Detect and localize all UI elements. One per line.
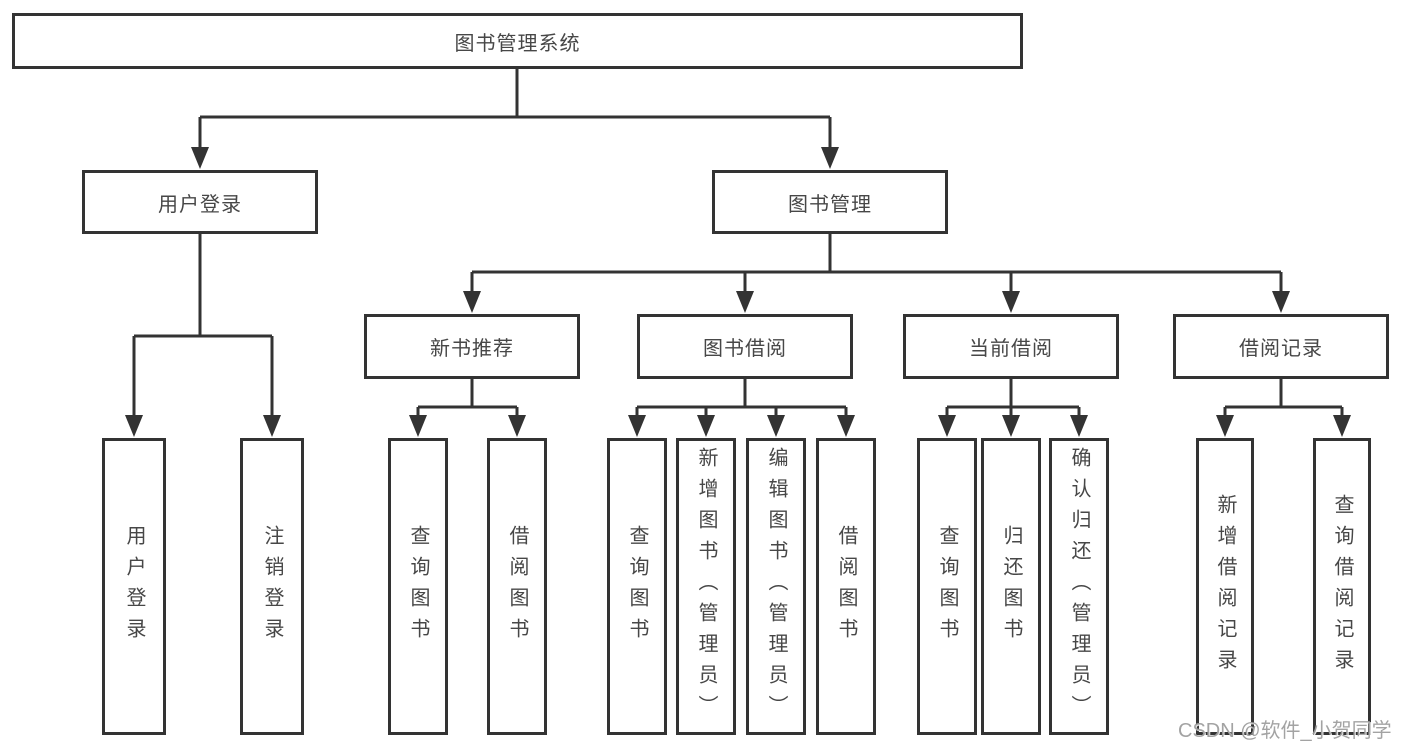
leaf-borrowing-edit-book-admin-label: 编辑图书（管理员）	[765, 447, 787, 726]
leaf-records-query-record: 查询借阅记录	[1313, 438, 1371, 735]
leaf-user-login: 用户登录	[102, 438, 166, 735]
node-new-book-recommend: 新书推荐	[364, 314, 580, 379]
node-current-borrowing: 当前借阅	[903, 314, 1119, 379]
leaf-borrowing-borrow-books: 借阅图书	[816, 438, 876, 735]
node-borrowing-records: 借阅记录	[1173, 314, 1389, 379]
leaf-borrowing-query-books-label: 查询图书	[626, 524, 648, 649]
leaf-borrowing-borrow-books-label: 借阅图书	[835, 524, 857, 649]
leaf-recommend-borrow-books-label: 借阅图书	[506, 524, 528, 649]
leaf-current-query-books-label: 查询图书	[936, 524, 958, 649]
connector-lines	[132, 69, 1344, 417]
leaf-borrowing-add-book-admin: 新增图书（管理员）	[676, 438, 736, 735]
leaf-logout-login: 注销登录	[240, 438, 304, 735]
node-root-label: 图书管理系统	[454, 32, 581, 55]
leaf-current-query-books: 查询图书	[917, 438, 977, 735]
node-book-management: 图书管理	[712, 170, 948, 234]
csdn-watermark: CSDN @软件_小贺同学	[1178, 720, 1392, 742]
leaf-logout-login-label: 注销登录	[261, 524, 283, 649]
leaf-current-confirm-return-admin-label: 确认归还（管理员）	[1068, 447, 1090, 726]
leaf-records-query-record-label: 查询借阅记录	[1331, 493, 1353, 680]
leaf-user-login-label: 用户登录	[123, 524, 145, 649]
node-new-book-recommend-label: 新书推荐	[430, 338, 514, 360]
node-borrowing-records-label: 借阅记录	[1239, 338, 1323, 360]
node-root-system: 图书管理系统	[12, 13, 1023, 69]
node-book-borrowing: 图书借阅	[637, 314, 853, 379]
leaf-borrowing-add-book-admin-label: 新增图书（管理员）	[695, 447, 717, 726]
leaf-records-add-record-label: 新增借阅记录	[1214, 493, 1236, 680]
node-user-login: 用户登录	[82, 170, 318, 234]
leaf-current-return-books: 归还图书	[981, 438, 1041, 735]
node-user-login-label: 用户登录	[158, 193, 242, 216]
leaf-current-return-books-label: 归还图书	[1000, 524, 1022, 649]
leaf-borrowing-query-books: 查询图书	[607, 438, 667, 735]
node-book-management-label: 图书管理	[788, 193, 872, 216]
leaf-current-confirm-return-admin: 确认归还（管理员）	[1049, 438, 1109, 735]
node-book-borrowing-label: 图书借阅	[703, 338, 787, 360]
arrowhead-icons	[125, 147, 1351, 437]
leaf-recommend-borrow-books: 借阅图书	[487, 438, 547, 735]
leaf-records-add-record: 新增借阅记录	[1196, 438, 1254, 735]
leaf-recommend-query-books-label: 查询图书	[407, 524, 429, 649]
node-current-borrowing-label: 当前借阅	[969, 338, 1053, 360]
leaf-recommend-query-books: 查询图书	[388, 438, 448, 735]
leaf-borrowing-edit-book-admin: 编辑图书（管理员）	[746, 438, 806, 735]
